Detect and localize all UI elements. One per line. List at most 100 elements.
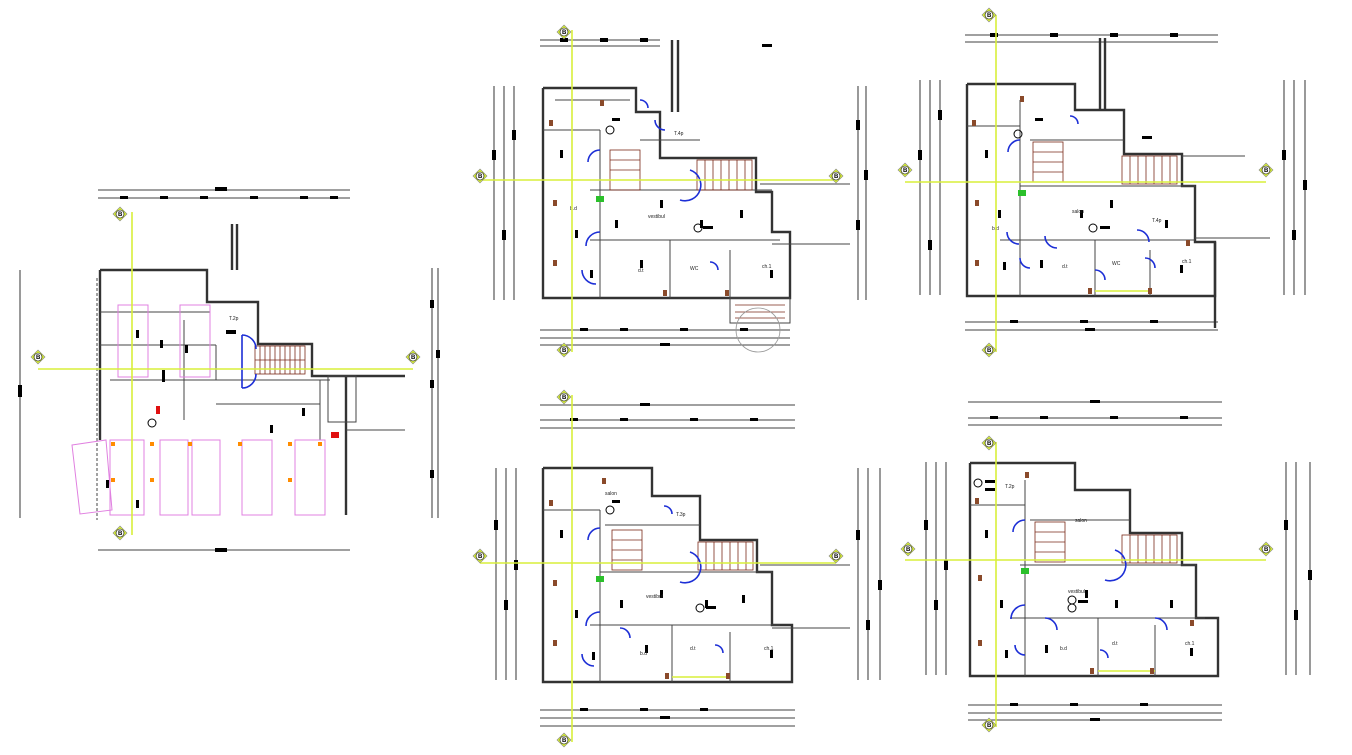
section-marker-label: B — [987, 13, 992, 19]
section-marker: B — [828, 168, 844, 184]
section-marker-label: B — [118, 531, 123, 537]
section-marker-label: B — [478, 554, 483, 560]
markers-black — [106, 330, 305, 508]
section-marker-label: B — [562, 348, 567, 354]
room-label: b.d — [1060, 646, 1067, 652]
plan-floor-3[interactable]: T.3p salon vestibul b.d d.t ch.1 — [494, 403, 882, 727]
drain-icon-2 — [1088, 223, 1098, 233]
marker-green — [596, 576, 604, 582]
room-label: d.t — [1112, 641, 1118, 647]
stair-outline — [735, 307, 781, 353]
section-marker-label: B — [834, 174, 839, 180]
parking-bays — [71, 304, 326, 516]
doors — [1010, 519, 1168, 659]
section-marker: B — [556, 389, 572, 405]
room-label: d.t — [638, 268, 644, 274]
section-marker: B — [556, 732, 572, 748]
room-label: vestibul — [646, 594, 663, 600]
section-marker: B — [405, 349, 421, 365]
room-label: ch.1 — [1185, 641, 1195, 647]
plan-ground[interactable]: T.2p — [18, 187, 440, 552]
drain-icon — [1013, 129, 1023, 139]
section-marker-label: B — [834, 554, 839, 560]
columns — [972, 96, 1190, 294]
section-marker-label: B — [562, 395, 567, 401]
section-marker: B — [900, 541, 916, 557]
section-marker: B — [30, 349, 46, 365]
section-marker-label: B — [903, 168, 908, 174]
columns — [549, 100, 729, 296]
drain-icon — [147, 418, 157, 428]
drain-icon — [973, 478, 983, 488]
section-marker: B — [981, 342, 997, 358]
section-marker: B — [828, 548, 844, 564]
room-label: vestibul — [1068, 589, 1085, 595]
section-markers: B B B B B B B B B B B B B B B B B B B B — [30, 7, 1274, 748]
room-label: salon — [1075, 518, 1087, 524]
section-marker: B — [897, 162, 913, 178]
section-marker: B — [556, 24, 572, 40]
marker-red — [156, 406, 160, 414]
room-label: vestibul — [648, 214, 665, 220]
dimension-ticks — [918, 33, 1307, 331]
drain-icon-3 — [1067, 603, 1077, 613]
markers-black — [560, 118, 773, 278]
marker-red-2 — [331, 432, 339, 438]
plan-floor-2[interactable]: T.4p salon b.d d.t WC ch.1 — [918, 33, 1307, 331]
room-label: d.t — [690, 646, 696, 652]
columns — [975, 472, 1194, 674]
doors — [581, 505, 724, 667]
marker-green — [1018, 190, 1026, 196]
doors — [1006, 115, 1156, 281]
stair — [611, 529, 754, 571]
room-label: ch.1 — [764, 646, 774, 652]
section-marker-label: B — [1264, 547, 1269, 553]
markers-black — [560, 500, 773, 660]
section-marker: B — [981, 435, 997, 451]
section-marker-label: B — [118, 212, 123, 218]
room-label: salon — [605, 491, 617, 497]
inner-walls — [970, 480, 1205, 676]
dimension-ticks — [492, 38, 868, 346]
room-label: WC — [1112, 261, 1121, 267]
marker-green — [1021, 568, 1029, 574]
room-label: T.4p — [1152, 218, 1162, 224]
dimension-ticks — [18, 187, 440, 552]
drain-icon — [605, 505, 615, 515]
plan-floor-4[interactable]: T.2p salon vestibul b.d d.t ch.1 — [924, 400, 1312, 721]
section-marker-label: B — [987, 441, 992, 447]
room-label: salon — [1072, 209, 1084, 215]
section-marker: B — [556, 342, 572, 358]
drain-icon-2 — [693, 223, 703, 233]
doors — [581, 99, 719, 285]
markers-black — [985, 118, 1183, 273]
drain-icon — [605, 125, 615, 135]
section-marker-label: B — [1264, 168, 1269, 174]
section-marker-label: B — [987, 723, 992, 729]
room-label: T.2p — [1005, 484, 1015, 490]
section-marker: B — [112, 206, 128, 222]
room-label: T.4p — [674, 131, 684, 137]
dimension-ticks — [924, 400, 1312, 721]
room-label: d.t — [1062, 264, 1068, 270]
section-marker-label: B — [987, 348, 992, 354]
markers-black — [985, 480, 1193, 658]
room-label: b.d — [570, 206, 577, 212]
columns — [549, 478, 730, 679]
section-marker-label: B — [411, 355, 416, 361]
section-marker: B — [981, 7, 997, 23]
section-marker-label: B — [36, 355, 41, 361]
room-label: ch.1 — [762, 264, 772, 270]
room-label: WC — [690, 266, 699, 272]
room-label: T.2p — [229, 316, 239, 322]
section-marker: B — [981, 717, 997, 733]
drain-icon-2 — [695, 603, 705, 613]
inner-walls — [543, 99, 850, 324]
plan-floor-1[interactable]: T.4p vestibul b.d d.t WC ch.1 — [492, 38, 868, 353]
doors — [241, 334, 257, 389]
section-marker-label: B — [562, 738, 567, 744]
room-label: b.d — [640, 651, 647, 657]
columns — [111, 442, 322, 482]
room-label: ch.1 — [1182, 259, 1192, 265]
